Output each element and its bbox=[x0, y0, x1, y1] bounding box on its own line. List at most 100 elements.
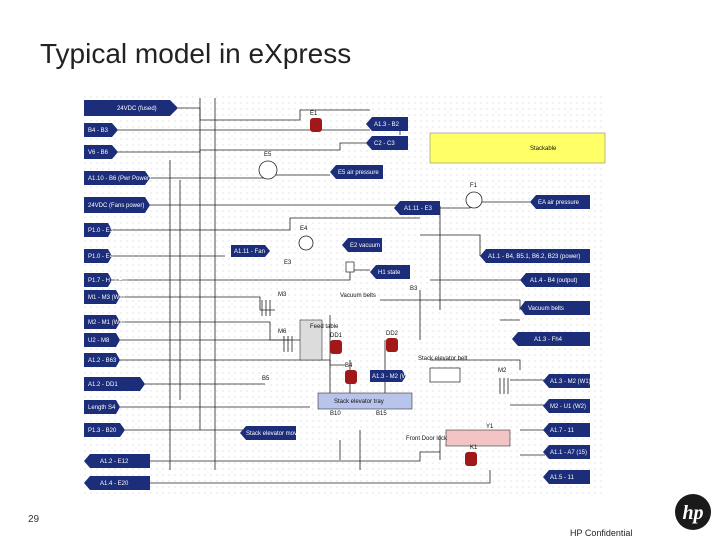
signal-label: P1.3 - B20 bbox=[88, 428, 117, 434]
signal-label: M2 - M1 (W2) bbox=[88, 320, 125, 326]
feed-table-box bbox=[299, 319, 323, 361]
signal-box bbox=[84, 315, 120, 329]
stackable-box bbox=[429, 132, 606, 164]
label-b10: B10 bbox=[330, 411, 341, 417]
signal-box bbox=[543, 423, 590, 437]
signal-label: A1.2 - B63 bbox=[88, 358, 117, 364]
label-stack-elevator-belt: Stack elevator belt bbox=[418, 356, 468, 362]
stack-elevator-box bbox=[429, 367, 461, 383]
signal-box bbox=[84, 145, 118, 159]
signal-label: A1.11 - Fan bbox=[234, 249, 265, 255]
hp-logo: hp bbox=[675, 494, 711, 530]
signal-box bbox=[366, 117, 408, 131]
signal-box bbox=[84, 377, 145, 391]
sensor-dd2 bbox=[386, 338, 398, 352]
fans bbox=[258, 160, 483, 251]
label-b4: B4 bbox=[345, 363, 353, 369]
signal-box bbox=[543, 399, 590, 413]
signal-label: E5 air pressure bbox=[338, 170, 379, 176]
label-k1: K1 bbox=[470, 445, 478, 451]
sensor-dd1 bbox=[330, 340, 342, 354]
signal-label: 24VDC (fused) bbox=[117, 106, 157, 112]
label-b15: B15 bbox=[376, 411, 387, 417]
signal-box bbox=[84, 273, 112, 287]
signal-label: E2 vacuum bbox=[350, 243, 380, 249]
front-door-lock-label: Front Door lock bbox=[406, 436, 448, 442]
signal-label: P1.0 - E3 bbox=[88, 228, 114, 234]
signal-box bbox=[84, 423, 125, 437]
label-f1: F1 bbox=[470, 183, 478, 189]
signal-box bbox=[84, 123, 118, 137]
signal-label: A1.11 - E3 bbox=[404, 206, 433, 212]
signal-box bbox=[520, 273, 590, 287]
signal-box bbox=[84, 333, 120, 347]
page-number: 29 bbox=[28, 514, 40, 525]
signal-label: A1.2 - E12 bbox=[100, 459, 129, 465]
red-sensors bbox=[310, 118, 477, 466]
signal-label: Vacuum belts bbox=[528, 306, 564, 312]
label-e1: E1 bbox=[310, 111, 318, 117]
signal-label: A1.5 - 11 bbox=[550, 475, 575, 481]
stack-elevator-tray-label: Stack elevator tray bbox=[334, 399, 384, 405]
signal-label: A1.10 - B6 (Pwr Power) bbox=[88, 176, 151, 182]
signal-label: A1.3 - M2 (W1) bbox=[550, 379, 591, 385]
mid-signal-boxes: A1.11 - Fan E2 vacuum H1 state A1.3 - M2… bbox=[231, 238, 413, 440]
label-m2: M2 bbox=[498, 368, 507, 374]
signal-box bbox=[84, 171, 150, 185]
signal-label: A1.4 - E20 bbox=[100, 481, 129, 487]
label-e3: E3 bbox=[284, 260, 292, 266]
signal-label: 24VDC (Fans power) bbox=[88, 203, 144, 209]
label-m3: M3 bbox=[278, 292, 287, 298]
signal-label: Length S4 bbox=[88, 405, 116, 411]
label-dd1: DD1 bbox=[330, 333, 343, 339]
sensor-b4 bbox=[345, 370, 357, 384]
slide-title: Typical model in eXpress bbox=[40, 38, 352, 69]
signal-box bbox=[84, 476, 150, 490]
signal-box bbox=[394, 201, 440, 215]
signal-label: A1.3 - B2 bbox=[374, 122, 400, 128]
signal-label: U2 - M8 bbox=[88, 338, 110, 344]
signal-label: A1.3 - M2 (W1) bbox=[372, 374, 413, 380]
signal-label: H1 state bbox=[378, 270, 401, 276]
signal-box bbox=[84, 100, 178, 116]
front-door-lock-box bbox=[445, 429, 511, 447]
signal-box bbox=[84, 290, 120, 304]
right-signal-boxes: A1.3 - B2 C2 - C3 E5 air pressure A1.11 … bbox=[330, 117, 591, 484]
signal-box bbox=[231, 245, 270, 257]
signal-label: Stack elevator moves bbox=[246, 431, 303, 437]
signal-label: P1.0 - E4 bbox=[88, 254, 114, 260]
signal-label: A1.1 - B4, B5.1, B6.2, B23 (power) bbox=[488, 254, 580, 260]
lamp-h1 bbox=[345, 261, 355, 273]
signal-label: B4 - B3 bbox=[88, 128, 109, 134]
signal-label: A1.4 - B4 (output) bbox=[530, 278, 577, 284]
signal-box bbox=[520, 301, 590, 315]
signal-box bbox=[84, 353, 120, 367]
label-y1: Y1 bbox=[486, 424, 494, 430]
label-e4: E4 bbox=[300, 226, 308, 232]
signal-box bbox=[342, 238, 382, 252]
signal-label: A1.3 - Fh4 bbox=[534, 337, 563, 343]
signal-box bbox=[370, 370, 406, 382]
signal-box bbox=[366, 136, 408, 150]
svg-text:hp: hp bbox=[682, 502, 703, 524]
label-b5: B5 bbox=[262, 376, 270, 382]
signal-box bbox=[84, 223, 112, 237]
footer-confidential: HP Confidential bbox=[570, 528, 633, 538]
signal-box bbox=[84, 400, 120, 414]
stack-elevator-tray bbox=[317, 392, 413, 410]
signal-box bbox=[240, 426, 296, 440]
signal-box bbox=[330, 165, 383, 179]
signal-box bbox=[480, 249, 590, 263]
signal-label: A1.2 - DD1 bbox=[88, 382, 118, 388]
signal-box bbox=[530, 195, 590, 209]
label-e5: E5 bbox=[264, 152, 272, 158]
fan-e4 bbox=[298, 235, 314, 251]
signal-label: A1.1 - A7 (15) bbox=[550, 450, 587, 456]
signal-box bbox=[543, 470, 590, 484]
label-vacuum-belts: Vacuum belts bbox=[340, 293, 376, 299]
fan-f1 bbox=[465, 191, 483, 209]
label-dd2: DD2 bbox=[386, 331, 399, 337]
sensor-k1 bbox=[465, 452, 477, 466]
signal-label: M1 - M3 (W1) bbox=[88, 295, 125, 301]
signal-box bbox=[84, 197, 150, 213]
